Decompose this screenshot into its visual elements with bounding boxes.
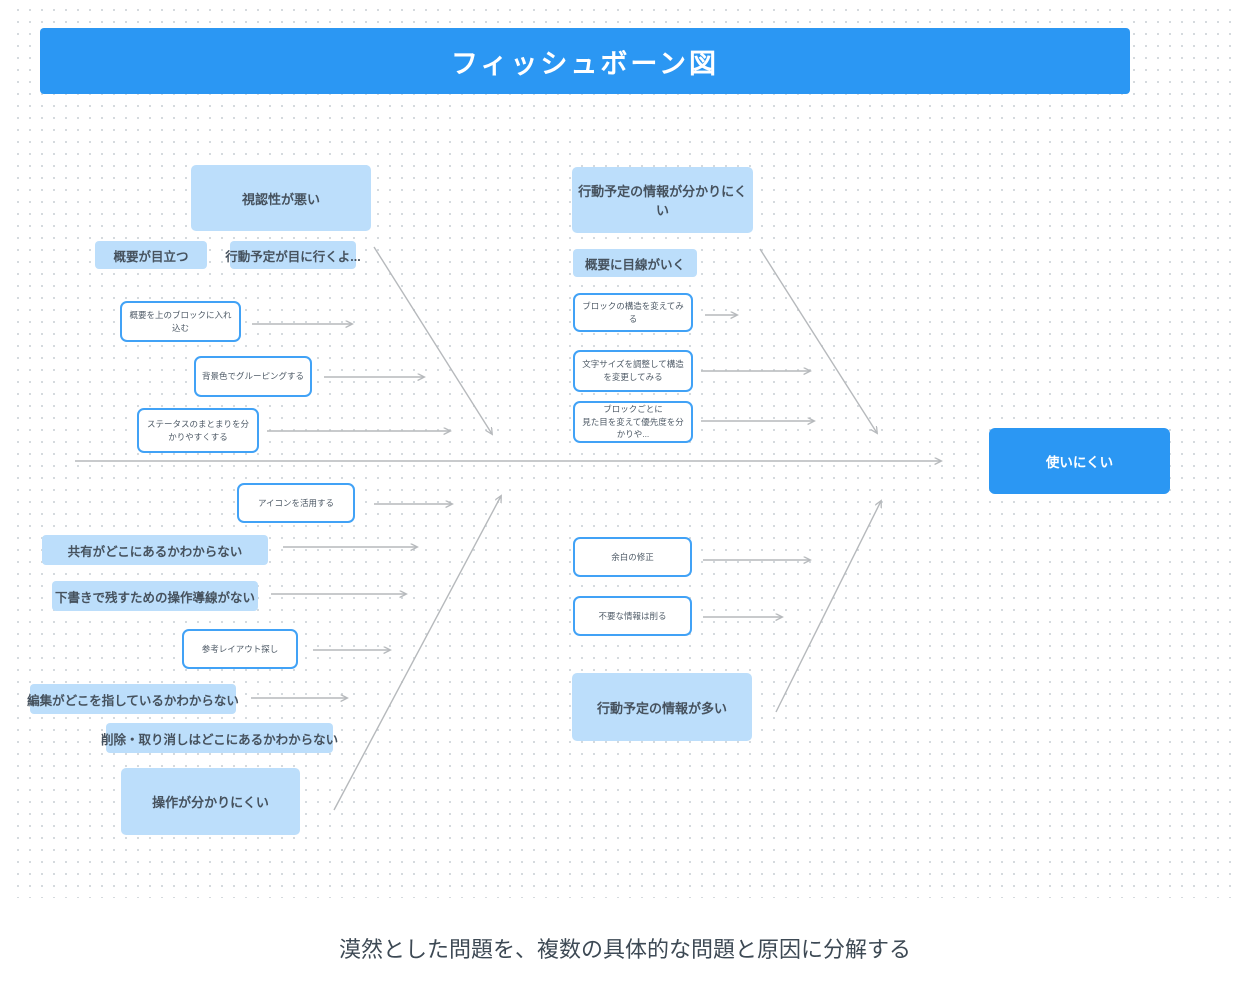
cause-box[interactable]: 不要な情報は削る <box>573 596 692 636</box>
category-box-too-much-info[interactable]: 行動予定の情報が多い <box>572 673 752 741</box>
problem-box[interactable]: 共有がどこにあるかわからない <box>42 535 268 565</box>
cause-box[interactable]: ステータスのまとまりを分かりやすくする <box>137 408 259 453</box>
cause-box[interactable]: ブロックの構造を変えてみる <box>573 293 693 332</box>
problem-box[interactable]: 編集がどこを指しているかわからない <box>27 684 239 714</box>
cause-box[interactable]: アイコンを活用する <box>237 483 355 523</box>
problem-box[interactable]: 概要に目線がいく <box>573 249 697 277</box>
title-banner[interactable]: フィッシュボーン図 <box>40 28 1130 94</box>
category-box-schedule-unclear[interactable]: 行動予定の情報が分かりにくい <box>572 167 753 233</box>
cause-box[interactable]: 参考レイアウト探し <box>182 629 298 669</box>
category-box-visibility[interactable]: 視認性が悪い <box>191 165 371 231</box>
cause-box[interactable]: 余白の修正 <box>573 537 692 577</box>
problem-box[interactable]: 下書きで残すための操作導線がない <box>52 581 258 611</box>
cause-box[interactable]: 背景色でグルーピングする <box>194 356 312 397</box>
cause-box[interactable]: 文字サイズを調整して構造を変更してみる <box>573 350 693 392</box>
problem-box[interactable]: 概要が目立つ <box>95 241 207 269</box>
diagram-caption[interactable]: 漠然とした問題を、複数の具体的な問題と原因に分解する <box>338 937 911 962</box>
fishbone-head-node[interactable]: 使いにくい <box>989 428 1170 494</box>
cause-box[interactable]: ブロックごとに 見た目を変えて優先度を分かりや... <box>573 401 693 443</box>
category-box-operation[interactable]: 操作が分かりにくい <box>121 768 300 835</box>
problem-box[interactable]: 削除・取り消しはどこにあるかわからない <box>101 723 338 753</box>
problem-box[interactable]: 行動予定が目に行くよ... <box>225 241 361 269</box>
cause-box[interactable]: 概要を上のブロックに入れ込む <box>120 301 241 342</box>
